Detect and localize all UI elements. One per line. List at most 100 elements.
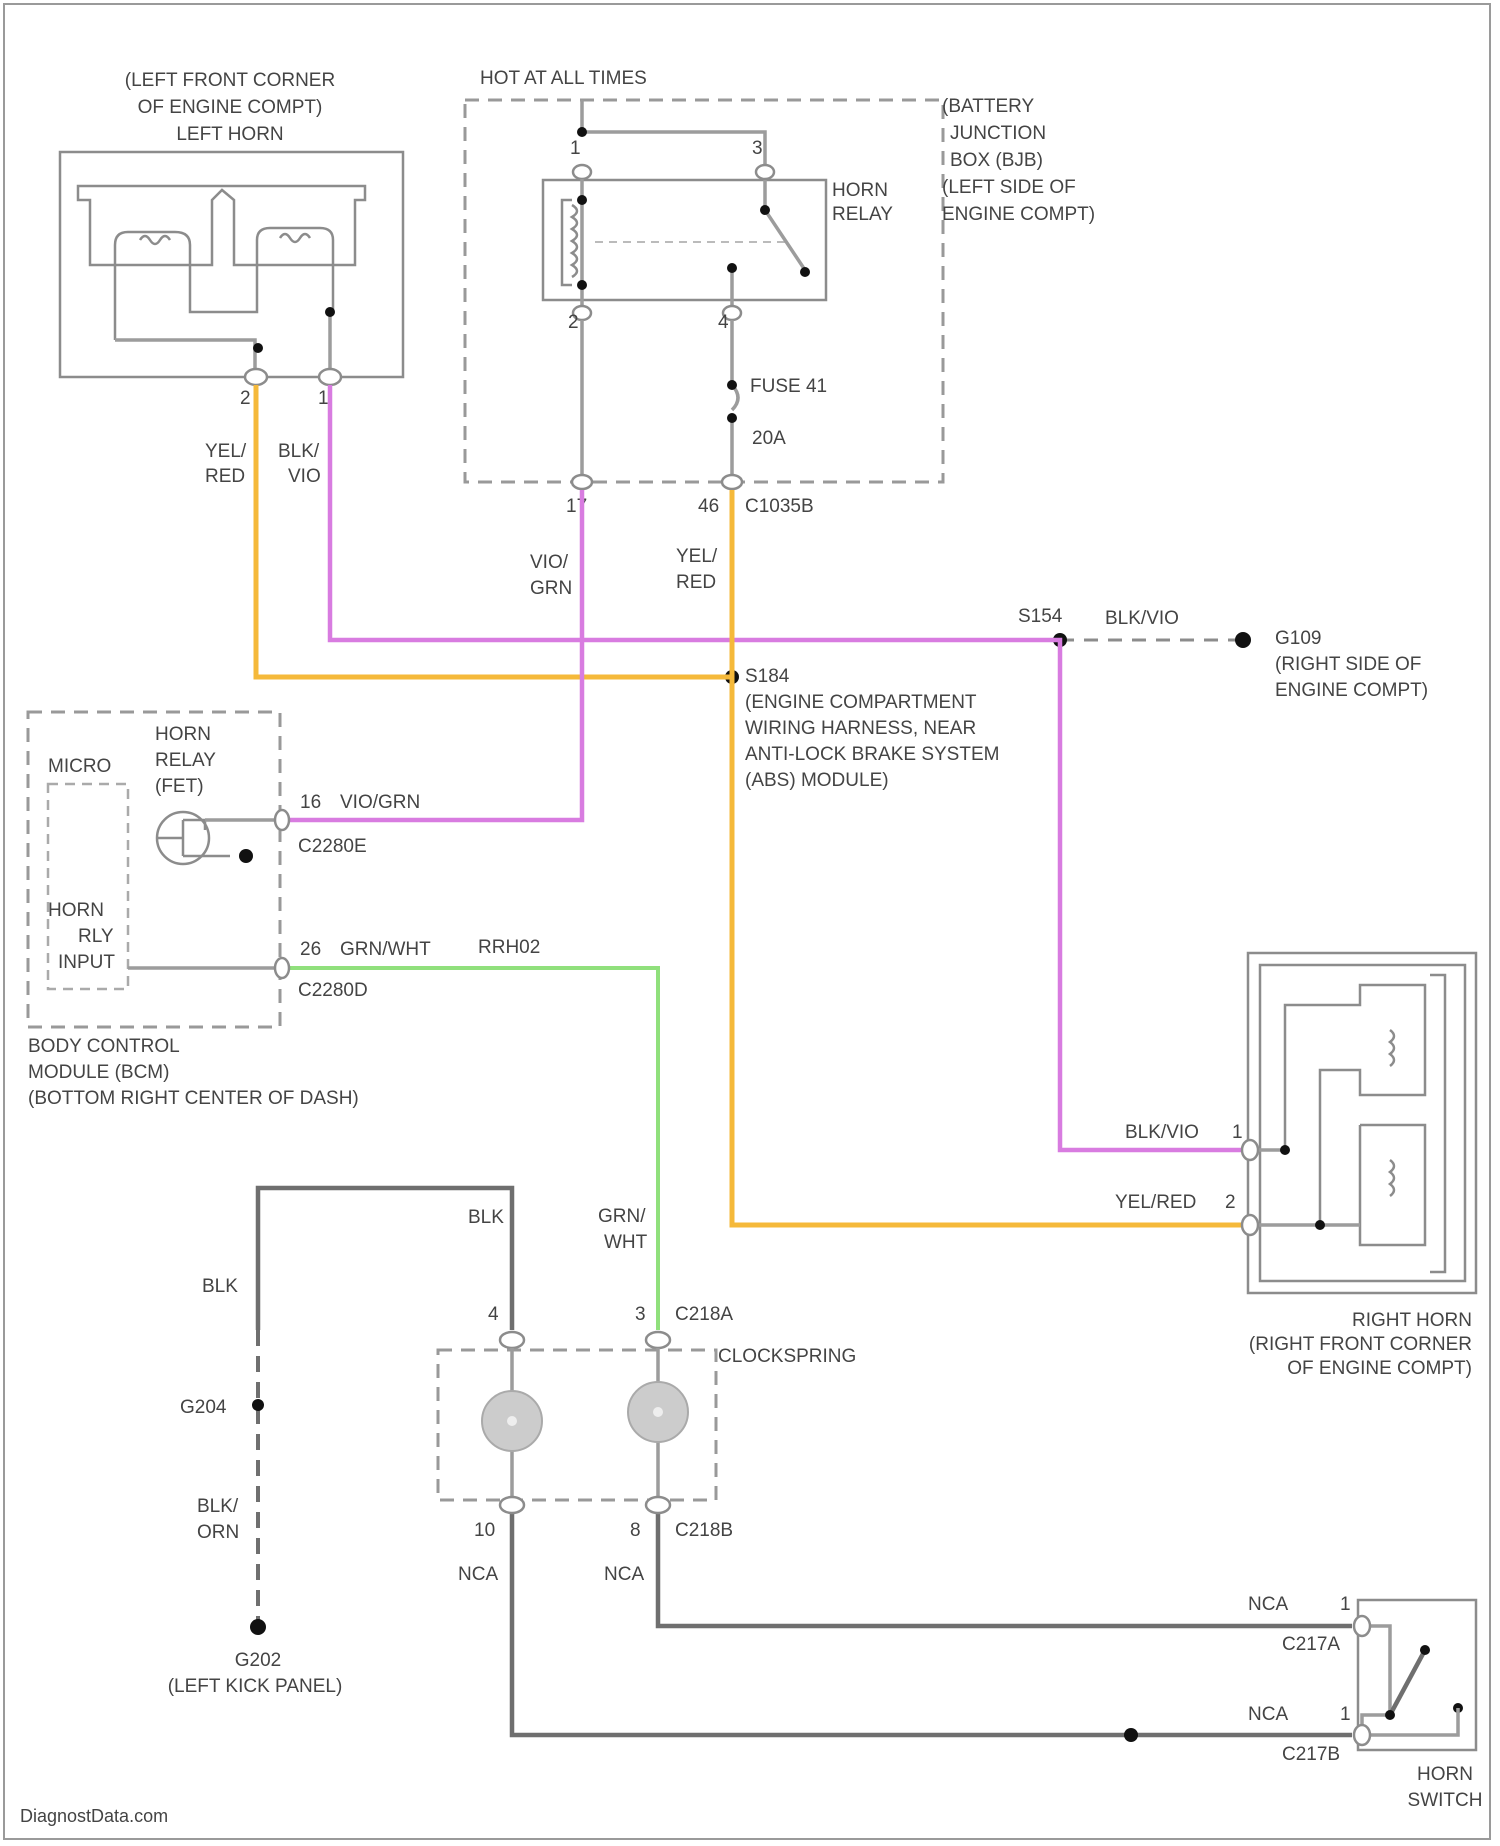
left-horn: (LEFT FRONT CORNER OF ENGINE COMPT) LEFT… [60, 70, 403, 487]
ground-path: BLK G204 BLK/ ORN G202 (LEFT KICK PANEL) [168, 1276, 343, 1697]
relay-output-contact [727, 263, 737, 273]
left-horn-location-2: OF ENGINE COMPT) [138, 97, 323, 118]
clockspring-label: CLOCKSPRING [718, 1346, 856, 1367]
relay-switch-arm [765, 180, 805, 270]
horn-switch-contact-top [1420, 1645, 1430, 1655]
right-horn-wire-2: YEL/RED [1115, 1192, 1196, 1213]
bjb-wire-vio-1: VIO/ [530, 552, 569, 573]
right-horn-internal-leads [1250, 1150, 1360, 1225]
g109-location-2: ENGINE COMPT) [1275, 680, 1428, 701]
c218b-pin-10-connector [500, 1497, 524, 1513]
c2280e-connector [275, 810, 289, 830]
g202-location: (LEFT KICK PANEL) [168, 1676, 343, 1697]
horn-relay-label-2: RELAY [832, 204, 893, 225]
horn-switch-leads [1362, 1626, 1390, 1735]
g109-location-1: (RIGHT SIDE OF [1275, 654, 1421, 675]
g109-label: G109 [1275, 628, 1321, 649]
clockspring-wire-nca-a: NCA [458, 1564, 498, 1585]
clockspring-pin-10: 10 [474, 1520, 495, 1541]
clockspring-wire-blk: BLK [468, 1207, 504, 1228]
g109-ground-dot [1235, 632, 1251, 648]
wire-grn-wht-bcm [285, 968, 658, 1330]
splice-s154: S154 BLK/VIO G109 (RIGHT SIDE OF ENGINE … [1018, 606, 1428, 701]
relay-pin-1-connector [573, 165, 591, 179]
clockspring-wire-grn-1: GRN/ [598, 1206, 646, 1227]
bjb-name-3: BOX (BJB) [950, 150, 1043, 171]
clockspring-pin-8: 8 [630, 1520, 641, 1541]
bjb-wire-yel-2: RED [676, 572, 716, 593]
horn-switch-contact-arm [1390, 1650, 1425, 1715]
bjb-name-2: JUNCTION [950, 123, 1046, 144]
right-horn-pin-2-connector [1242, 1215, 1258, 1235]
right-horn-diaphragm [1430, 975, 1445, 1272]
bjb-pin-3: 3 [752, 138, 763, 159]
left-horn-coil-1 [140, 236, 170, 244]
clockspring: BLK GRN/ WHT 4 3 C218A CLOCKSPRING 10 8 … [438, 1206, 856, 1585]
bcm-relay-label-2: RELAY [155, 750, 216, 771]
c217b-label: C217B [1282, 1744, 1340, 1765]
right-horn-housing [1248, 953, 1476, 1293]
horn-switch-name-1: HORN [1417, 1764, 1473, 1785]
c1035b-pin-17-connector [572, 475, 592, 489]
clockspring-coil-b-hub [653, 1407, 663, 1417]
right-horn-pin-1-connector [1242, 1140, 1258, 1160]
bcm-name-1: BODY CONTROL [28, 1036, 180, 1057]
left-horn-location-1: (LEFT FRONT CORNER [125, 70, 335, 91]
c218b-pin-8-connector [646, 1497, 670, 1513]
ground-wire-blk: BLK [202, 1276, 238, 1297]
bcm-fet-ground [239, 849, 253, 863]
bcm-input-label-1: HORN [48, 900, 104, 921]
c218b-label: C218B [675, 1520, 733, 1541]
right-horn-junction-1 [1280, 1145, 1290, 1155]
clockspring-pin-4: 4 [488, 1304, 499, 1325]
c217b-connector [1354, 1725, 1370, 1745]
right-horn-wire-1: BLK/VIO [1125, 1122, 1199, 1143]
bjb-pin-4: 4 [718, 312, 729, 333]
relay-coil-dot-top [577, 195, 587, 205]
wire-yel-red-right-horn [732, 490, 1245, 1225]
bjb-wire-yel-1: YEL/ [676, 546, 718, 567]
c218a-pin-3-connector [646, 1332, 670, 1348]
left-horn-wire-internal-a [115, 340, 255, 372]
c1035b-pin-46: 46 [698, 496, 719, 517]
left-horn-coil-frame [78, 186, 365, 265]
right-horn: BLK/VIO 1 YEL/RED 2 RIGHT HORN (RIGHT FR… [1115, 953, 1476, 1379]
left-horn-pin-2: 2 [240, 388, 251, 409]
left-horn-pin-1-connector [319, 369, 341, 385]
left-horn-junction-b [325, 307, 335, 317]
s154-wire-label: BLK/VIO [1105, 608, 1179, 629]
c2280d-connector [275, 958, 289, 978]
g202-label: G202 [235, 1650, 281, 1671]
bcm-note-26: RRH02 [478, 937, 540, 958]
s184-location-2: WIRING HARNESS, NEAR [745, 718, 976, 739]
bjb-name-4: (LEFT SIDE OF [942, 177, 1076, 198]
g204-label: G204 [180, 1397, 227, 1418]
c218a-label: C218A [675, 1304, 733, 1325]
right-horn-pin-1: 1 [1232, 1122, 1243, 1143]
right-horn-name-1: RIGHT HORN [1352, 1310, 1472, 1331]
left-horn-junction-a [253, 343, 263, 353]
clockspring-wire-grn-2: WHT [604, 1232, 648, 1253]
wire-yel-red-left-horn [256, 385, 732, 677]
bjb-name-5: ENGINE COMPT) [942, 204, 1095, 225]
right-horn-coil-2 [1390, 1160, 1394, 1196]
bcm-input-label-2: RLY [78, 926, 114, 947]
body-control-module: MICRO HORN RELAY (FET) HORN RLY INPUT 16… [28, 712, 540, 1109]
relay-coil-dot-bot [577, 280, 587, 290]
ground-wire-blkorn-1: BLK/ [197, 1496, 239, 1517]
bcm-name-2: MODULE (BCM) [28, 1062, 169, 1083]
horn-switch-wire-b: NCA [1248, 1704, 1288, 1725]
bjb-fuse-path [732, 320, 738, 475]
s184-location-3: ANTI-LOCK BRAKE SYSTEM [745, 744, 999, 765]
bcm-wire-26: GRN/WHT [340, 939, 431, 960]
left-horn-wire-b-2: VIO [288, 466, 321, 487]
right-horn-inner [1260, 965, 1465, 1281]
right-horn-name-3: OF ENGINE COMPT) [1287, 1358, 1472, 1379]
c2280e-label: C2280E [298, 836, 367, 857]
c217a-label: C217A [1282, 1634, 1340, 1655]
bcm-pin-26: 26 [300, 939, 321, 960]
bcm-input-label-3: INPUT [58, 952, 115, 973]
right-horn-name-2: (RIGHT FRONT CORNER [1249, 1334, 1472, 1355]
bcm-pin-16: 16 [300, 792, 321, 813]
